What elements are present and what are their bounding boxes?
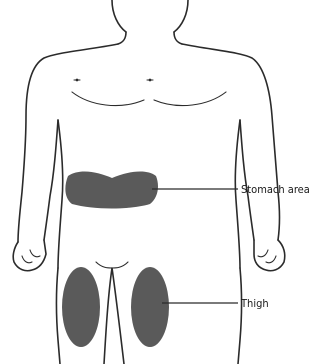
neck-outline xyxy=(118,32,182,44)
right-inner-arm xyxy=(240,120,254,240)
right-hand-outline xyxy=(254,240,285,271)
left-arm-outline xyxy=(18,44,118,242)
left-hand-outline xyxy=(13,240,46,271)
groin-line xyxy=(96,262,128,268)
left-leg-outer xyxy=(57,268,61,364)
torso-left-side xyxy=(58,120,63,268)
right-leg-outer xyxy=(238,268,242,364)
inner-legs xyxy=(104,268,124,364)
stomach-injection-area xyxy=(65,172,158,209)
left-inner-arm xyxy=(44,120,58,240)
left-hand-fingers xyxy=(22,250,40,263)
thigh-label: Thigh xyxy=(240,297,269,310)
stomach-area-label: Stomach area xyxy=(241,183,310,196)
right-thigh-injection-area xyxy=(131,267,169,347)
right-hand-fingers xyxy=(258,250,276,263)
right-arm-outline xyxy=(182,44,280,240)
torso-right-side xyxy=(235,120,240,268)
left-thigh-injection-area xyxy=(62,267,100,347)
head-outline xyxy=(112,0,188,32)
chest-lines xyxy=(72,92,226,106)
